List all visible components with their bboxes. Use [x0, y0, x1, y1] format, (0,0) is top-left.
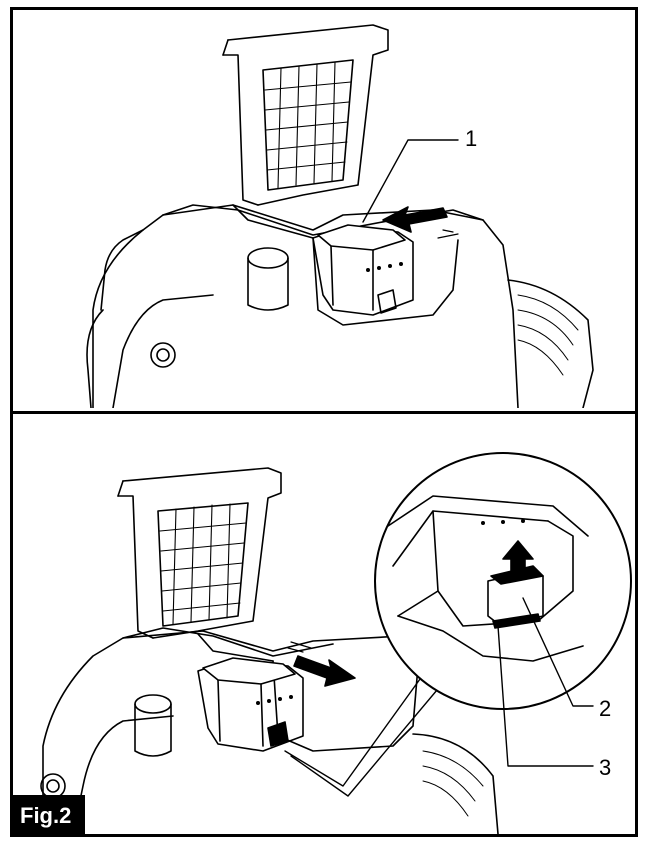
remove-illustration	[40, 452, 632, 834]
callout-battery: 1	[465, 126, 478, 151]
install-panel: 1	[13, 10, 635, 408]
install-illustration	[86, 24, 594, 408]
callout-slot: 3	[599, 755, 612, 780]
callout-button: 2	[599, 696, 612, 721]
remove-panel: 2 3	[13, 416, 635, 834]
figure-label: Fig.2	[13, 795, 86, 834]
panel-divider	[13, 411, 635, 414]
figure-frame: 1	[10, 7, 638, 837]
